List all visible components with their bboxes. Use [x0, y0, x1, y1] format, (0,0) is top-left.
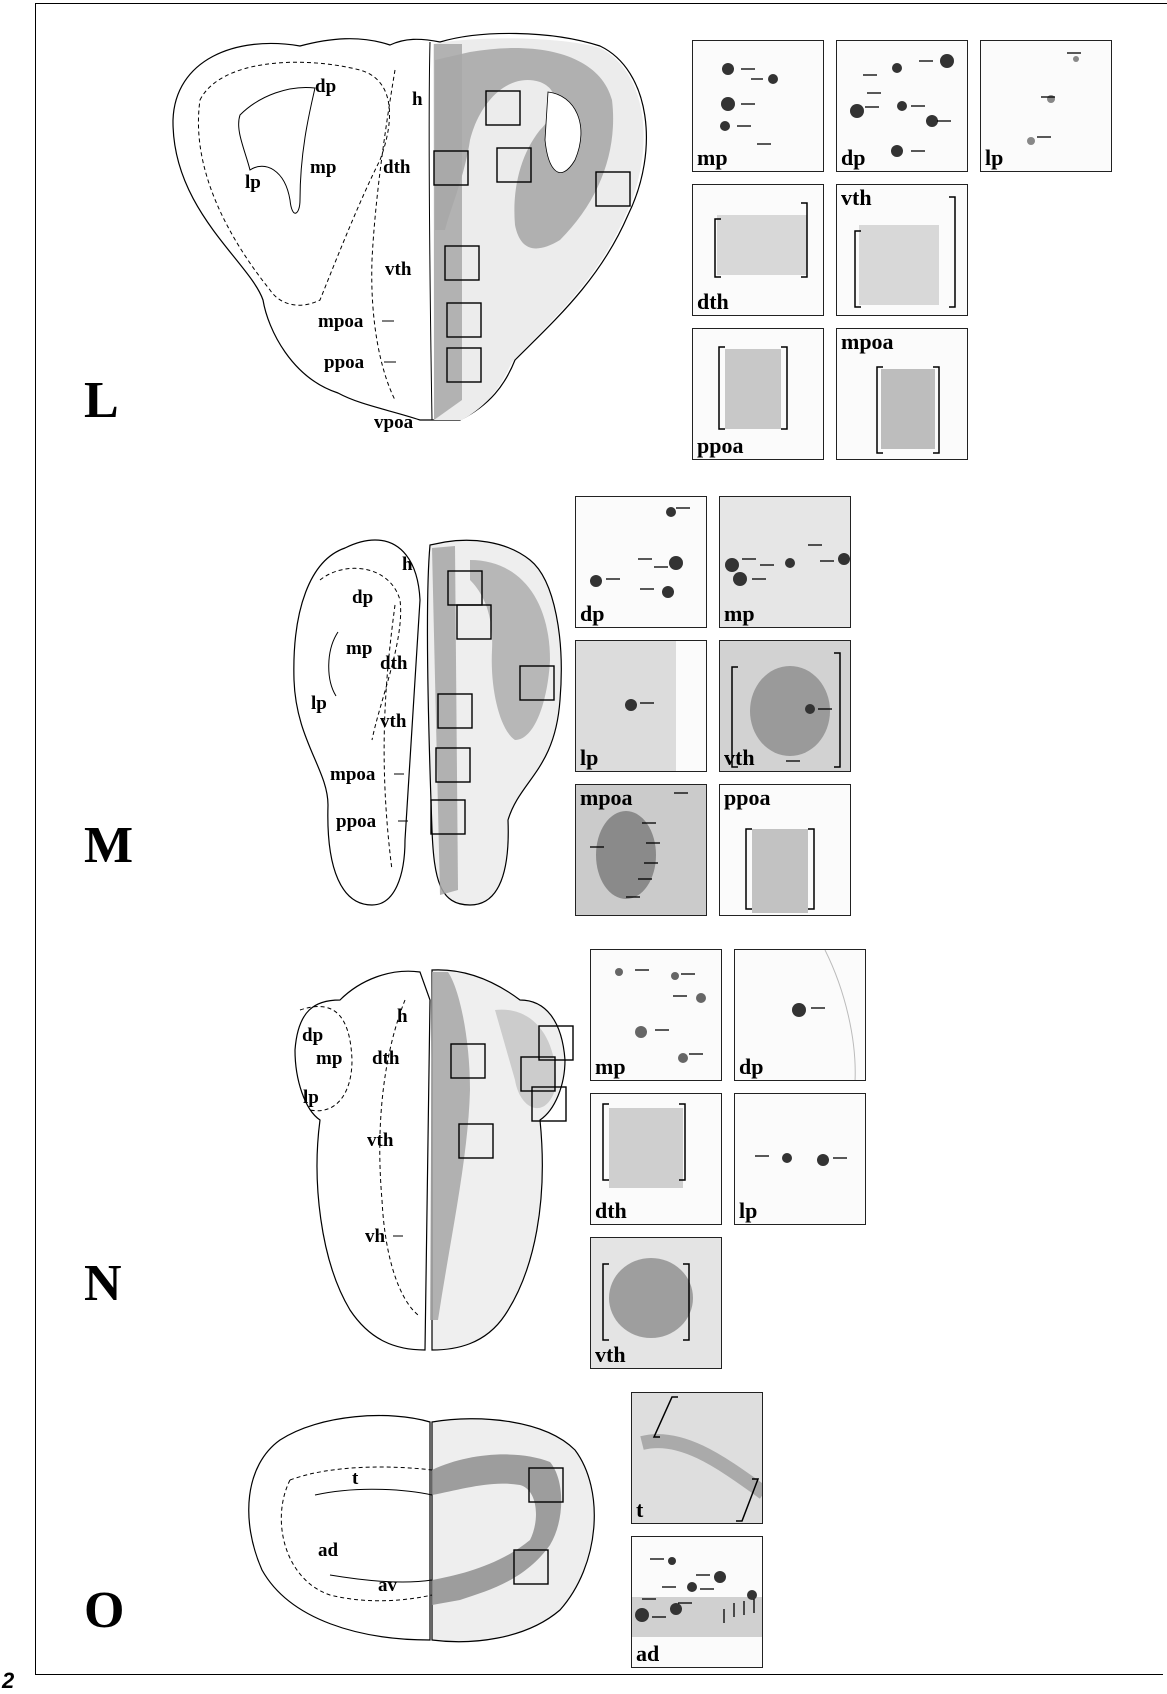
M-inset-mp: mp: [719, 496, 851, 628]
O-inset-ad-label: ad: [636, 1643, 659, 1665]
M-inset-mp-label: mp: [724, 603, 755, 625]
panel-letter-L: L: [84, 375, 119, 427]
L-inset-vth: vth: [836, 184, 968, 316]
M-inset-vth: vth: [719, 640, 851, 772]
M-inset-lp: lp: [575, 640, 707, 772]
L-inset-ppoa-label: ppoa: [697, 435, 743, 457]
M-inset-mpoa: mpoa: [575, 784, 707, 916]
panel-letter-O: O: [84, 1585, 124, 1637]
N-inset-mp: mp: [590, 949, 722, 1081]
L-inset-dth-label: dth: [697, 291, 729, 313]
N-inset-dth-label: dth: [595, 1200, 627, 1222]
M-inset-dp: dp: [575, 496, 707, 628]
N-inset-dp-label: dp: [739, 1056, 763, 1078]
N-inset-vth-label: vth: [595, 1344, 626, 1366]
M-inset-lp-label: lp: [580, 747, 598, 769]
L-inset-ppoa: ppoa: [692, 328, 824, 460]
N-inset-vth: vth: [590, 1237, 722, 1369]
N-inset-lp-label: lp: [739, 1200, 757, 1222]
N-inset-lp: lp: [734, 1093, 866, 1225]
O-inset-t-label: t: [636, 1499, 643, 1521]
L-inset-lp-label: lp: [985, 147, 1003, 169]
M-inset-vth-label: vth: [724, 747, 755, 769]
L-inset-vth-label: vth: [841, 187, 872, 209]
N-inset-dth: dth: [590, 1093, 722, 1225]
figure-number: 2: [2, 1668, 14, 1694]
M-inset-ppoa: ppoa: [719, 784, 851, 916]
M-inset-ppoa-label: ppoa: [724, 787, 770, 809]
L-inset-lp: lp: [980, 40, 1112, 172]
L-inset-dp: dp: [836, 40, 968, 172]
O-inset-t: t: [631, 1392, 763, 1524]
L-inset-dp-label: dp: [841, 147, 865, 169]
L-inset-dth: dth: [692, 184, 824, 316]
N-inset-mp-label: mp: [595, 1056, 626, 1078]
O-inset-ad: ad: [631, 1536, 763, 1668]
M-inset-mpoa-label: mpoa: [580, 787, 633, 809]
N-inset-dp: dp: [734, 949, 866, 1081]
L-inset-mp: mp: [692, 40, 824, 172]
M-inset-dp-label: dp: [580, 603, 604, 625]
L-inset-mp-label: mp: [697, 147, 728, 169]
panel-letter-N: N: [84, 1258, 122, 1310]
L-inset-mpoa: mpoa: [836, 328, 968, 460]
panel-letter-M: M: [84, 820, 133, 872]
L-inset-mpoa-label: mpoa: [841, 331, 894, 353]
